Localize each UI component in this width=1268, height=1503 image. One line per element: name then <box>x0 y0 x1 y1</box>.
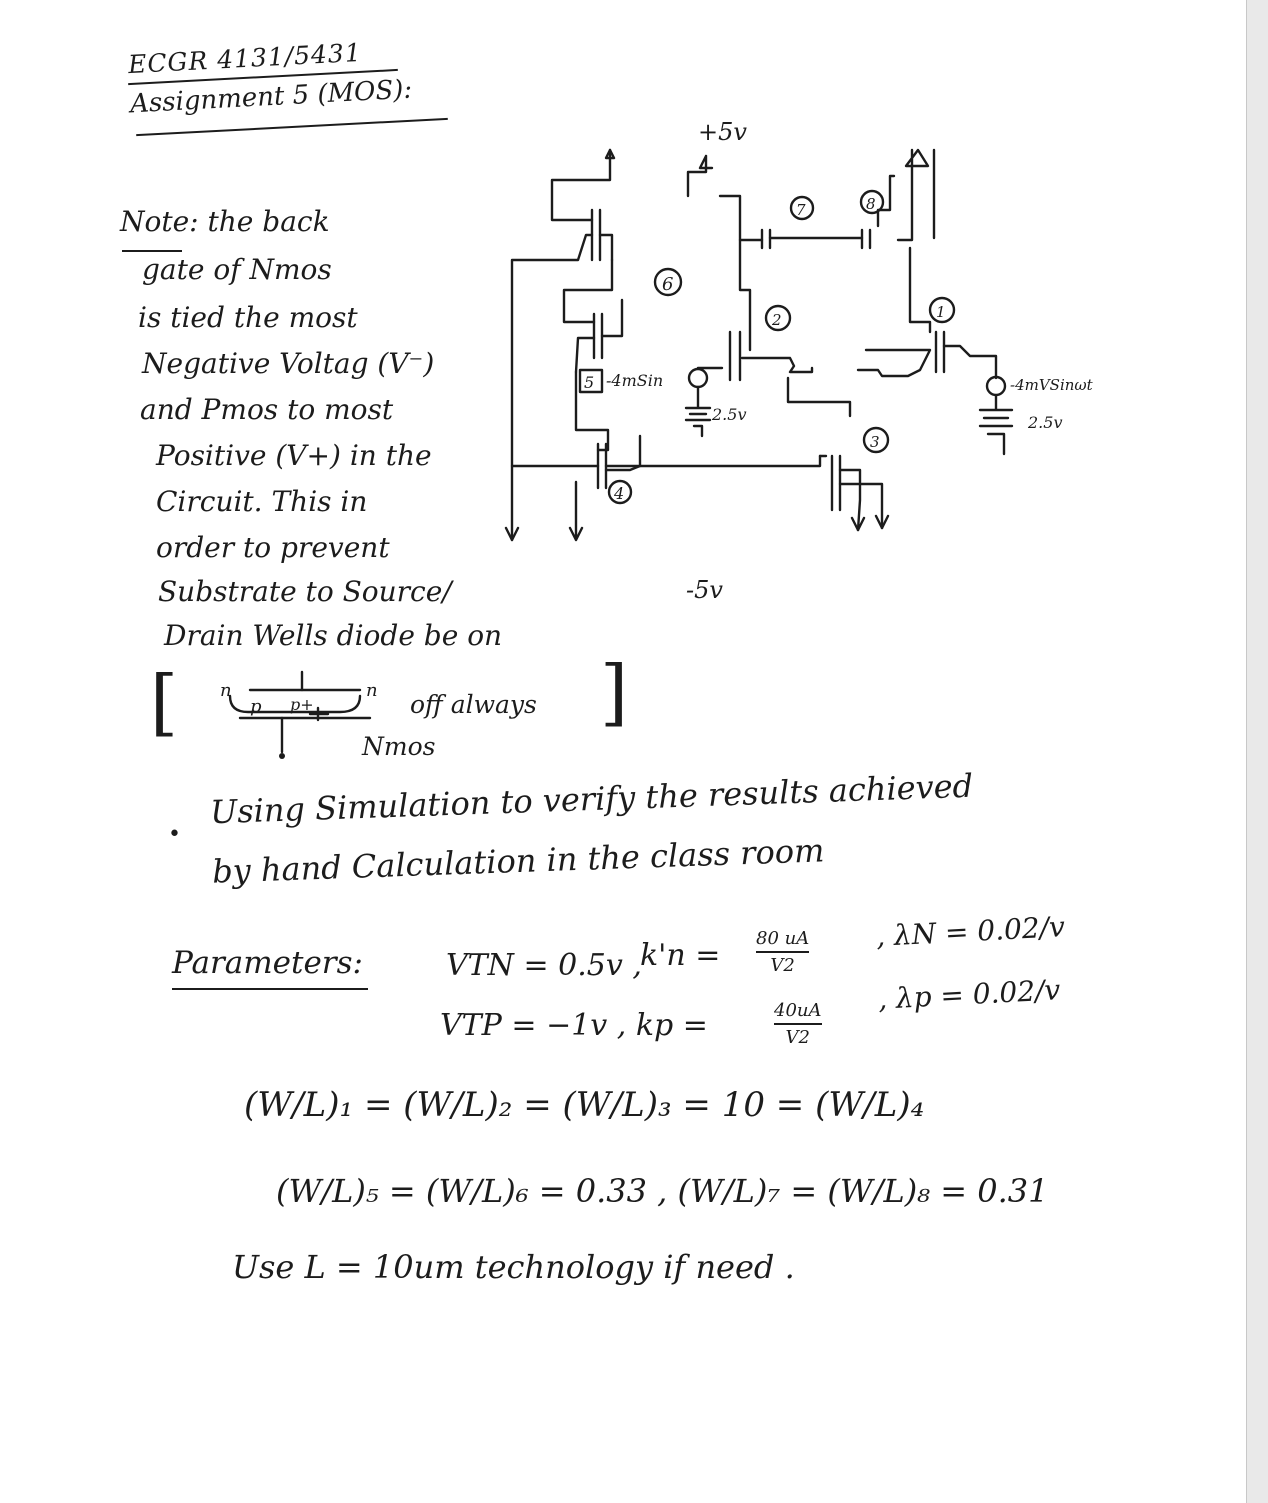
parameters-underline <box>172 988 368 990</box>
vtp-value: VTP = −1v , kp = <box>440 1008 708 1043</box>
instruction-line-1: Using Simulation to verify the results a… <box>209 766 974 832</box>
note-line: order to prevent <box>156 531 390 564</box>
kp-fraction: 40uA V2 <box>774 1000 822 1048</box>
vtn-value: VTN = 0.5v , <box>446 948 642 983</box>
off-always-label: off always <box>410 690 537 719</box>
note-line: is tied the most <box>138 301 358 334</box>
kn-label: k'n = <box>640 938 721 973</box>
wl-ratio-row-1: (W/L)₁ = (W/L)₂ = (W/L)₃ = 10 = (W/L)₄ <box>244 1085 925 1125</box>
kn-numerator: 80 uA <box>756 928 810 949</box>
inset-n-label: n <box>220 680 232 701</box>
note-line: gate of Nmos <box>142 253 332 286</box>
kp-numerator: 40uA <box>774 1000 822 1021</box>
bracket-right: ] <box>600 650 629 734</box>
vdd-label: +5v <box>698 118 747 146</box>
input1-bias-label: 2.5v <box>711 405 746 424</box>
bullet-marker: • <box>168 822 181 847</box>
assignment-underline <box>136 117 448 137</box>
note-line: and Pmos to most <box>140 393 394 426</box>
kn-fraction: 80 uA V2 <box>756 928 810 976</box>
junction-sketch: n p p+ n <box>220 670 378 759</box>
node-5-label: 5 <box>584 373 594 392</box>
note-line: Circuit. This in <box>156 485 368 518</box>
vss-label: -5v <box>686 576 723 604</box>
inset-p-plus-label: p+ <box>290 695 314 714</box>
kp-denominator: V2 <box>785 1027 810 1048</box>
kn-denominator: V2 <box>770 955 795 976</box>
lambda-p-value: , λp = 0.02/v <box>877 973 1062 1016</box>
circuit-schematic: +5v 6 5 -4mSin 2.5v 4 <box>504 118 1094 604</box>
lambda-n-value: , λN = 0.02/v <box>875 910 1066 953</box>
technology-note: Use L = 10um technology if need . <box>232 1248 795 1286</box>
note-line: Substrate to Source/ <box>158 575 452 608</box>
node-7-label: 7 <box>796 201 806 219</box>
node-6-label: 6 <box>662 274 673 295</box>
node-3-label: 3 <box>870 433 880 451</box>
note-line: Negative Voltag (V⁻) <box>142 347 435 380</box>
inset-n2-label: n <box>366 680 378 701</box>
node-2-label: 2 <box>771 311 782 329</box>
note-line: Note: the back <box>120 205 330 238</box>
wl-ratio-row-2: (W/L)₅ = (W/L)₆ = 0.33 , (W/L)₇ = (W/L)₈… <box>276 1172 1049 1210</box>
note-line: Drain Wells diode be on <box>164 619 503 652</box>
node-8-label: 8 <box>866 195 876 213</box>
note-underline <box>122 250 182 252</box>
note-line: Positive (V+) in the <box>156 439 432 472</box>
input1-label: -4mSin <box>606 371 663 390</box>
input2-label: -4mVSinωt <box>1010 376 1094 394</box>
input2-bias-label: 2.5v <box>1027 413 1062 432</box>
instruction-line-2: by hand Calculation in the class room <box>211 831 825 891</box>
nmos-label: Nmos <box>362 732 436 761</box>
bracket-left: [ <box>150 660 179 744</box>
node-4-label: 4 <box>613 484 624 503</box>
inset-p-label: p <box>250 696 262 717</box>
node-1-label: 1 <box>936 303 946 321</box>
parameters-label: Parameters: <box>172 945 363 981</box>
